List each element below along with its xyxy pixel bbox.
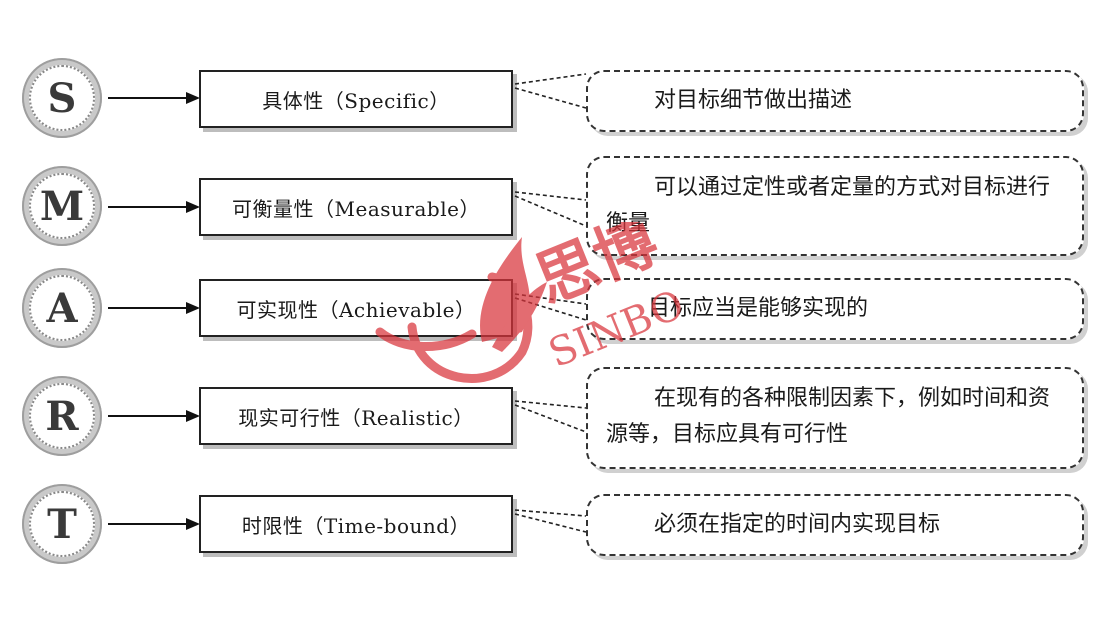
arrow-head-t bbox=[186, 518, 200, 530]
connector-m-bottom bbox=[514, 195, 587, 227]
arrow-r bbox=[108, 415, 188, 417]
desc-time-bound: 必须在指定的时间内实现目标 bbox=[654, 512, 941, 537]
connector-r-bottom bbox=[514, 404, 587, 433]
term-box-s: 具体性（Specific） bbox=[199, 70, 513, 128]
letter-circle-t: T bbox=[22, 484, 102, 564]
term-specific: 具体性（Specific） bbox=[262, 88, 450, 113]
arrow-a bbox=[108, 307, 188, 309]
letter-circle-s: S bbox=[22, 58, 102, 138]
arrow-t bbox=[108, 523, 188, 525]
connector-s-bottom bbox=[514, 87, 587, 109]
arrow-m bbox=[108, 206, 188, 208]
letter-circle-a: A bbox=[22, 268, 102, 348]
connector-a-top bbox=[514, 293, 587, 305]
letter-s: S bbox=[29, 65, 95, 131]
term-realistic: 现实可行性（Realistic） bbox=[238, 405, 474, 430]
connector-a-bottom bbox=[514, 297, 587, 321]
connector-t-bottom bbox=[514, 513, 587, 533]
arrow-head-m bbox=[186, 201, 200, 213]
desc-specific: 对目标细节做出描述 bbox=[654, 88, 853, 113]
connector-t-top bbox=[514, 509, 587, 517]
connector-r-top bbox=[514, 400, 587, 409]
term-box-r: 现实可行性（Realistic） bbox=[199, 387, 513, 445]
arrow-head-a bbox=[186, 302, 200, 314]
term-box-m: 可衡量性（Measurable） bbox=[199, 178, 513, 236]
arrow-head-r bbox=[186, 410, 200, 422]
term-achievable: 可实现性（Achievable） bbox=[236, 297, 476, 322]
letter-m: M bbox=[29, 173, 95, 239]
connector-s-top bbox=[514, 73, 587, 85]
arrow-s bbox=[108, 97, 188, 99]
connector-m-top bbox=[514, 191, 587, 201]
term-measurable: 可衡量性（Measurable） bbox=[232, 196, 480, 221]
desc-box-a: 目标应当是能够实现的 bbox=[586, 278, 1084, 340]
desc-realistic: 在现有的各种限制因素下，例如时间和资源等，目标应具有可行性 bbox=[606, 386, 1051, 447]
desc-box-s: 对目标细节做出描述 bbox=[586, 70, 1084, 132]
term-box-a: 可实现性（Achievable） bbox=[199, 279, 513, 337]
letter-circle-m: M bbox=[22, 166, 102, 246]
letter-circle-r: R bbox=[22, 376, 102, 456]
term-box-t: 时限性（Time-bound） bbox=[199, 495, 513, 553]
letter-t: T bbox=[29, 491, 95, 557]
desc-box-r: 在现有的各种限制因素下，例如时间和资源等，目标应具有可行性 bbox=[586, 367, 1084, 469]
arrow-head-s bbox=[186, 92, 200, 104]
letter-a: A bbox=[29, 275, 95, 341]
letter-r: R bbox=[29, 383, 95, 449]
desc-achievable: 目标应当是能够实现的 bbox=[648, 296, 869, 321]
desc-box-t: 必须在指定的时间内实现目标 bbox=[586, 494, 1084, 556]
term-time-bound: 时限性（Time-bound） bbox=[241, 513, 471, 538]
desc-box-m: 可以通过定性或者定量的方式对目标进行衡量 bbox=[586, 156, 1084, 256]
desc-measurable: 可以通过定性或者定量的方式对目标进行衡量 bbox=[606, 175, 1051, 236]
